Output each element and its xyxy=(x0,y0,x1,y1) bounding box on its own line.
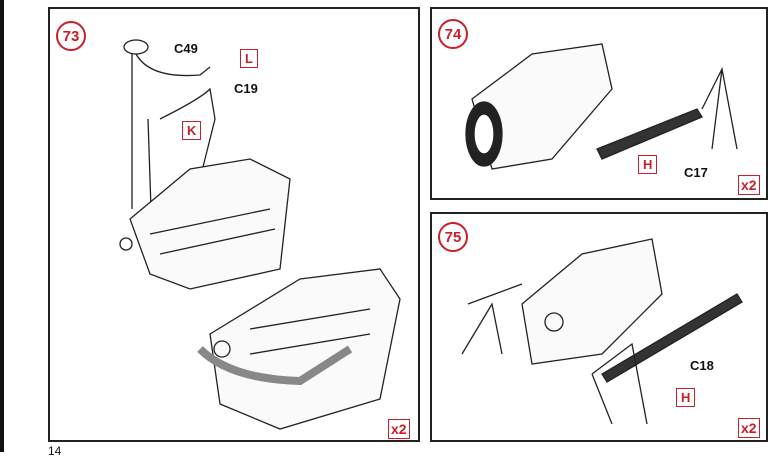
part-label-c49: C49 xyxy=(174,41,198,56)
tag-k: K xyxy=(182,121,202,140)
quantity-badge: x2 xyxy=(388,419,410,439)
step-75-panel: 75 C18 H x2 xyxy=(430,212,768,442)
engine-mount-diagram xyxy=(461,238,743,425)
step-74-panel: 74 H C17 x2 xyxy=(430,7,768,200)
step-number-badge: 74 xyxy=(438,19,468,49)
step-73-panel: 73 C49 L C19 K x2 xyxy=(48,7,420,442)
tag-h: H xyxy=(638,155,658,174)
step-number-badge: 75 xyxy=(438,222,468,252)
tag-h: H xyxy=(676,388,696,407)
part-label-c18: C18 xyxy=(690,358,714,373)
page-edge xyxy=(0,0,4,452)
part-label-c19: C19 xyxy=(234,81,258,96)
step-number-badge: 73 xyxy=(56,21,86,51)
engine-mount-diagram xyxy=(465,43,738,170)
part-label-c17: C17 xyxy=(684,165,708,180)
engine-assembly-diagram xyxy=(119,39,401,430)
quantity-badge: x2 xyxy=(738,418,760,438)
quantity-badge: x2 xyxy=(738,175,760,195)
page-number: 14 xyxy=(48,444,62,458)
tag-l: L xyxy=(240,49,258,68)
